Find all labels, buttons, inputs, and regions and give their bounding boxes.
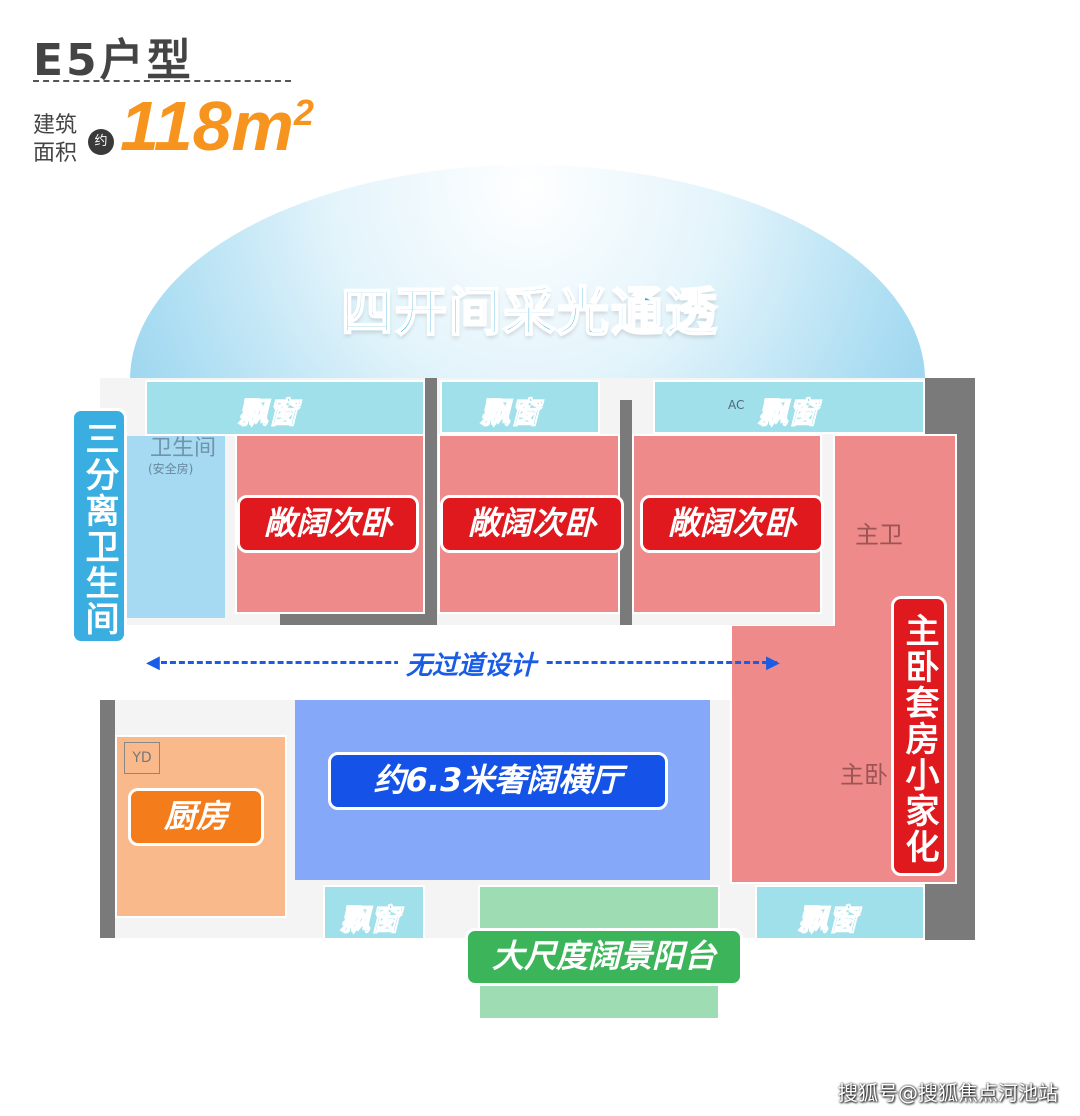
approx-badge: 约 [88,129,114,155]
bay-window-5 [755,885,925,940]
bay-window-label: 飘窗 [758,396,819,432]
master-bed-underlay: 主卧 [840,761,888,789]
balcony-label: 大尺度阔景阳台 [465,928,743,986]
bedroom-label: 敞阔次卧 [237,495,419,553]
wall-partition [620,400,632,625]
area-unit-sup: 2 [293,92,314,133]
bath-underlay: 卫生间 [150,436,217,461]
wall-left [100,700,115,938]
bath-note: (安全房) [148,462,194,476]
unit-title: E5户型 [33,35,194,86]
living-label: 约6.3米奢阔横厅 [328,752,668,810]
title-divider [33,80,291,82]
master-bath-underlay: 主卫 [855,521,903,549]
arrow-right-icon: ▶ [766,652,780,673]
bay-window-label: 飘窗 [238,396,299,432]
dome-title: 四开间采光通透 [340,282,719,344]
area-number: 118m [120,87,294,165]
bathroom-label: 三分离卫生间 [71,408,127,644]
bay-window-label: 飘窗 [340,903,401,939]
watermark: 搜狐号@搜狐焦点河池站 [838,1081,1058,1105]
wall-partition [280,612,425,626]
bedroom-label: 敞阔次卧 [640,495,824,553]
wall-partition [425,378,437,628]
arrow-left-icon: ◀ [146,652,160,673]
corridor-label: 无过道设计 [398,645,545,682]
kitchen-label: 厨房 [128,788,264,846]
yd-mark: YD [124,742,160,774]
bathroom-area [115,436,225,618]
bedroom-label: 敞阔次卧 [440,495,624,553]
ac-mark: AC [728,398,745,412]
bay-window-2 [440,380,600,434]
area-value: 118m2 [120,86,314,166]
master-label: 主卧套房小家化 [891,596,947,876]
bay-window-4 [323,885,425,940]
master-join [735,628,955,638]
area-label: 建筑面积 [33,113,78,166]
bay-window-label: 飘窗 [798,903,859,939]
bay-window-label: 飘窗 [480,396,541,432]
bay-window-3 [653,380,925,434]
